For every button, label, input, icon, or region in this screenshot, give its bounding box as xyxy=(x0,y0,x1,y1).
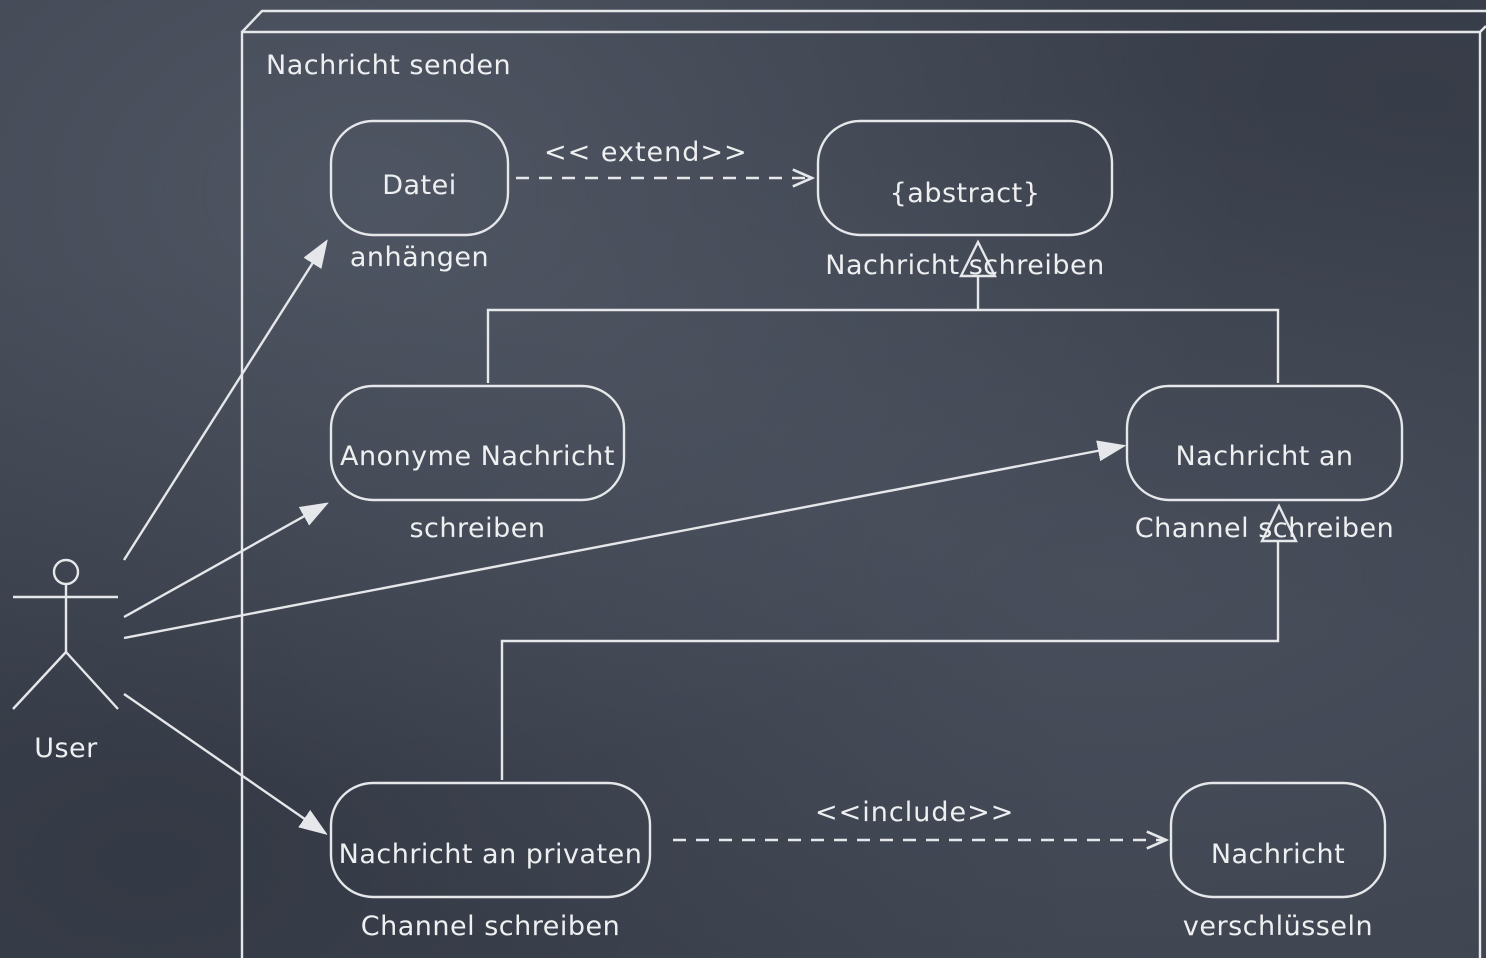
usecase-datei-anhaengen[interactable]: Datei anhängen xyxy=(331,132,508,312)
association-privater-channel xyxy=(123,693,325,833)
actor-label: User xyxy=(34,733,98,764)
usecase-datei-anhaengen-shape[interactable] xyxy=(329,119,510,237)
usecase-label-line: Anonyme Nachricht xyxy=(339,441,616,472)
usecase-anonyme-nachricht[interactable]: Anonyme Nachricht schreiben xyxy=(331,403,624,583)
usecase-privater-channel[interactable]: Nachricht an privaten Channel schreiben xyxy=(331,801,650,958)
association-channel-schreiben xyxy=(123,446,1123,640)
usecase-label-line: schreiben xyxy=(409,513,546,544)
usecase-label-line: Nachricht an xyxy=(1175,441,1354,472)
generalization-to-channel xyxy=(500,503,1298,780)
association-datei-anhaengen xyxy=(122,242,326,561)
usecase-label-line: Nachricht schreiben xyxy=(825,250,1105,281)
usecase-privater-channel-shape[interactable] xyxy=(329,781,652,899)
system-boundary xyxy=(240,9,1486,958)
usecase-anonyme-nachricht-shape[interactable] xyxy=(329,384,626,502)
usecase-label-line: verschlüsseln xyxy=(1182,911,1374,942)
usecase-label-line: Channel schreiben xyxy=(360,911,621,942)
usecase-verschluesseln-shape[interactable] xyxy=(1169,781,1387,899)
usecase-label-line: {abstract} xyxy=(889,178,1041,209)
association-anonyme-nachricht xyxy=(123,504,326,619)
usecase-verschluesseln[interactable]: Nachricht verschlüsseln xyxy=(1171,801,1385,958)
usecase-channel-schreiben-shape[interactable] xyxy=(1125,384,1404,502)
usecase-channel-schreiben[interactable]: Nachricht an Channel schreiben xyxy=(1127,403,1402,583)
usecase-label-line: Channel schreiben xyxy=(1134,513,1395,544)
extend-label: << extend>> xyxy=(544,137,748,168)
usecase-nachricht-schreiben-shape[interactable] xyxy=(816,119,1114,237)
system-boundary-title: Nachricht senden xyxy=(266,50,512,81)
usecase-label-line: Datei xyxy=(382,170,457,201)
usecase-nachricht-schreiben[interactable]: {abstract} Nachricht schreiben xyxy=(818,140,1112,320)
generalization-to-abstract xyxy=(486,239,1280,383)
usecase-label-line: Nachricht an privaten xyxy=(338,839,643,870)
include-label: <<include>> xyxy=(815,797,1015,828)
usecase-label-line: anhängen xyxy=(349,242,490,273)
usecase-label-line: Nachricht xyxy=(1210,839,1346,870)
user-actor-figure[interactable] xyxy=(12,558,119,710)
